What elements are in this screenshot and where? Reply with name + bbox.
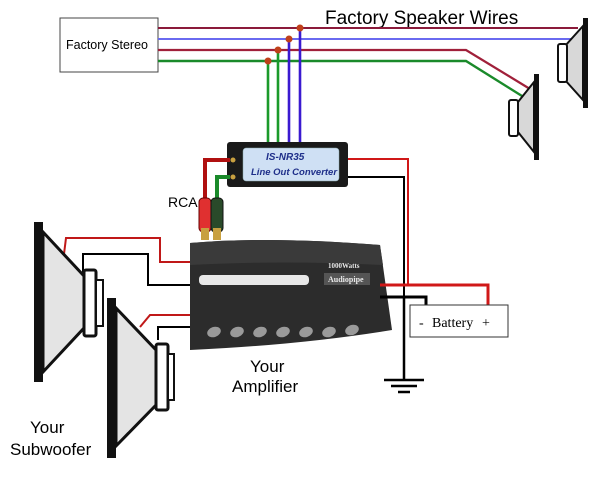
rca-cable-red: [203, 158, 230, 200]
sub2-positive-wire: [139, 314, 190, 328]
converter-ground-wire: [348, 176, 405, 297]
amplifier-label-line2: Amplifier: [232, 377, 298, 396]
subwoofer-label-line1: Your: [30, 418, 65, 437]
converter-model: IS-NR35: [266, 152, 305, 163]
battery-label: Battery: [432, 316, 473, 331]
sub1-negative-wire: [82, 253, 190, 286]
tap-wires: [264, 24, 304, 142]
amplifier-label-line1: Your: [250, 357, 285, 376]
sub2-negative-wire: [157, 326, 190, 340]
battery-positive: +: [482, 316, 490, 331]
amplifier-badge-brand: Audiopipe: [328, 275, 364, 284]
amplifier: 1000Watts Audiopipe: [190, 239, 392, 350]
converter-power-wires: [348, 158, 409, 297]
speaker-wire-3: [158, 48, 531, 90]
factory-speaker-wires: [158, 27, 578, 98]
rca-label: RCA: [168, 194, 198, 210]
rca-plug-green: [210, 197, 224, 233]
splice-dot: [274, 46, 282, 54]
amplifier-badge-watts: 1000Watts: [328, 262, 360, 270]
rca-cable-green: [215, 175, 230, 200]
battery: - Battery +: [409, 304, 509, 338]
converter-power-wire: [348, 158, 409, 285]
rca-plugs: [198, 197, 224, 240]
converter-name: Line Out Converter: [251, 167, 338, 178]
factory-stereo: Factory Stereo: [59, 17, 159, 73]
subwoofer-label-line2: Subwoofer: [10, 440, 92, 459]
amplifier-vents: [207, 324, 359, 338]
factory-speaker-right: [557, 18, 588, 108]
diagram-title: Factory Speaker Wires: [325, 8, 518, 29]
rca-plug-red: [198, 197, 212, 233]
subwoofer-2: [107, 298, 175, 458]
ground-symbol: [384, 378, 424, 394]
amp-power-wire: [380, 283, 490, 305]
amp-battery-wires: [380, 283, 490, 380]
amplifier-fuse-bar: [199, 275, 309, 285]
amp-ground-wire: [380, 295, 428, 305]
rca-cables: [203, 158, 230, 200]
speaker-wire-4: [158, 59, 523, 98]
subwoofer-1: [34, 222, 104, 382]
splice-dot: [285, 35, 293, 43]
factory-speaker-left: [508, 74, 539, 160]
subwoofer-wires: [63, 237, 190, 340]
splice-dot: [296, 24, 304, 32]
factory-stereo-label: Factory Stereo: [66, 38, 148, 52]
battery-negative: -: [419, 316, 424, 331]
splice-dot: [264, 57, 272, 65]
line-out-converter: IS-NR35 Line Out Converter: [227, 142, 348, 187]
sub1-positive-wire: [63, 237, 190, 263]
